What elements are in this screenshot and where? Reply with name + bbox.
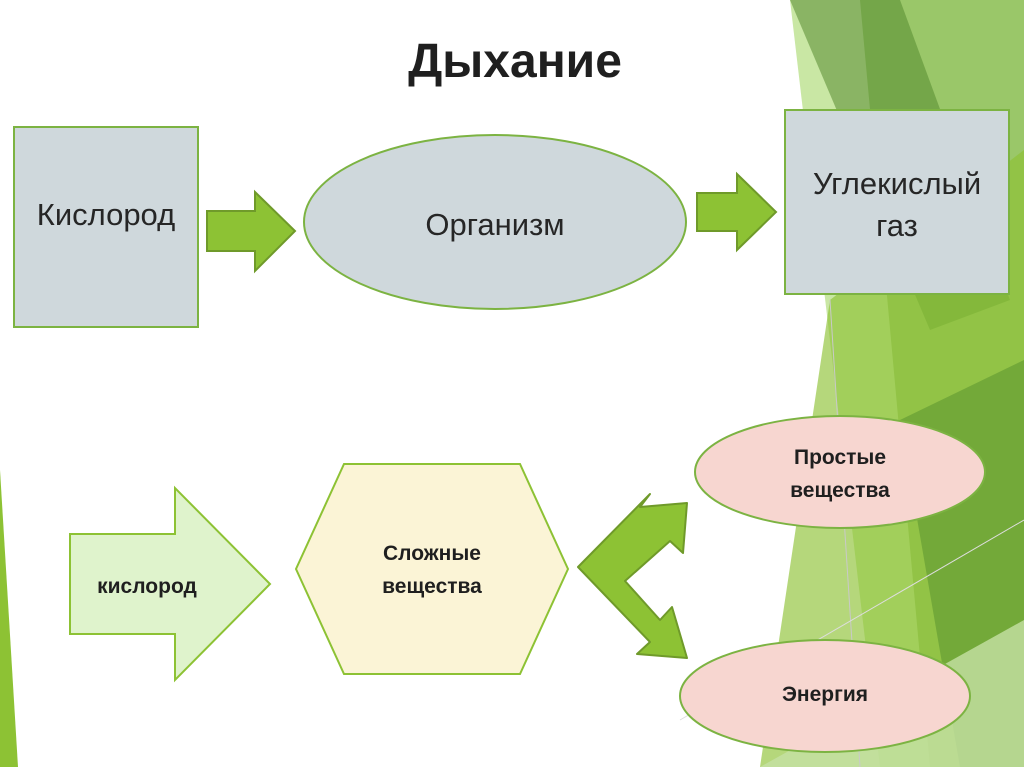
- organism-ellipse: [303, 134, 687, 310]
- slide-title: Дыхание: [408, 34, 622, 88]
- arrow-organism-to-co2: [696, 171, 778, 253]
- oxygen-box: [13, 126, 199, 328]
- simple-substances-ellipse: [694, 415, 986, 529]
- co2-box: [784, 109, 1010, 295]
- arrow-oxygen-to-organism: [206, 189, 297, 274]
- organism-label: Организм: [425, 207, 565, 242]
- oxygen-input-label: кислород: [97, 574, 197, 598]
- simple-substances-label: Простые вещества: [790, 446, 890, 502]
- oxygen-label: Кислород: [36, 197, 176, 232]
- complex-substances-label: Сложные вещества: [382, 542, 482, 598]
- energy-label: Энергия: [781, 682, 869, 706]
- co2-label: Углекислый газ: [812, 166, 982, 243]
- complex-substances-hexagon: [294, 463, 570, 675]
- arrow-oxygen-input: [69, 485, 272, 683]
- branching-arrow: [577, 493, 688, 659]
- energy-ellipse: [679, 639, 971, 753]
